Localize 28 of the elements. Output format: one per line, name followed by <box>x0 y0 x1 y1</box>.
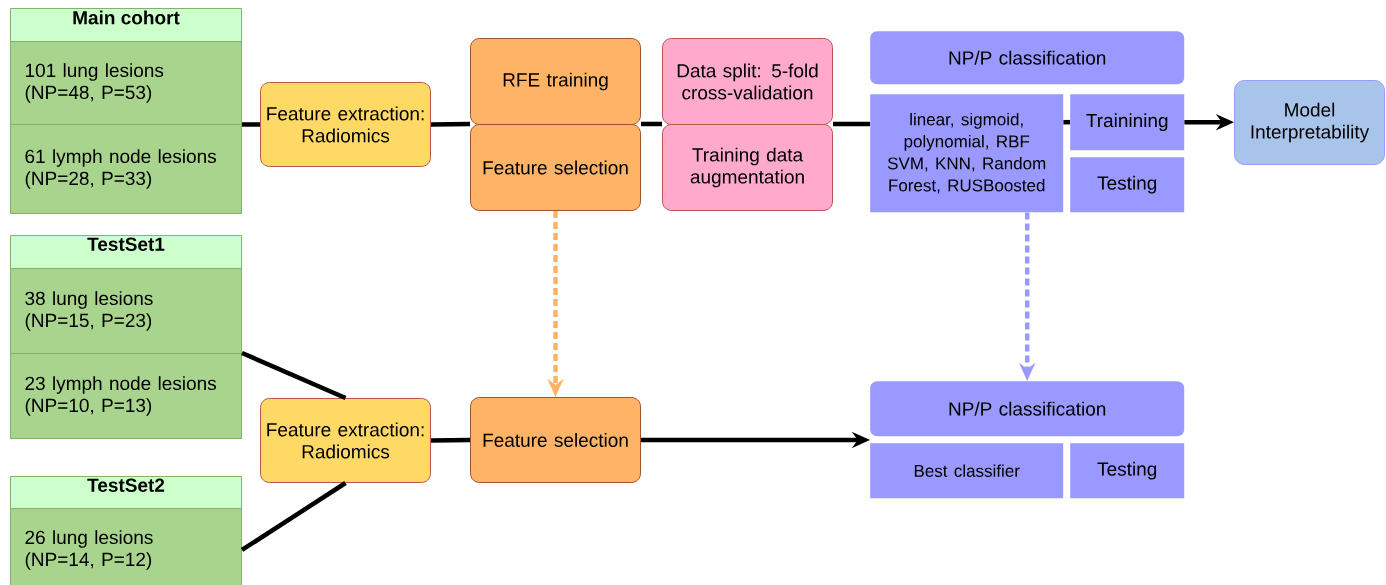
classification-box: NP/P classification <box>870 381 1185 437</box>
table-cell: 101 lung lesions (NP=48, P=53) <box>10 41 242 125</box>
connector-line <box>241 350 347 401</box>
process-box: Training data augmentation <box>662 124 833 211</box>
classification-box: linear, sigmoid, polynomial, RBF SVM, KNN, Random Forest, RUSBoosted <box>870 94 1064 213</box>
classification-box: Trainining <box>1070 94 1185 151</box>
table-cell: 23 lymph node lesions (NP=10, P=13) <box>10 353 242 439</box>
connector-line <box>430 121 471 127</box>
process-box: Feature extraction: Radiomics <box>260 398 431 483</box>
classification-box: Testing <box>1070 157 1185 213</box>
classification-box: Best classifier <box>870 443 1064 499</box>
table-cell: 26 lung lesions (NP=14, P=12) <box>10 508 242 585</box>
classification-box: Testing <box>1070 443 1185 499</box>
process-box: Data split: 5-fold cross-validation <box>662 38 833 125</box>
connector-line <box>242 122 260 127</box>
process-box: Model Interpretability <box>1234 80 1385 165</box>
connector-line <box>1063 119 1070 125</box>
process-box: Feature selection <box>470 124 641 211</box>
table-cell: 38 lung lesions (NP=15, P=23) <box>10 268 242 354</box>
classification-box: NP/P classification <box>870 31 1185 85</box>
connector-line <box>641 121 662 127</box>
connector-line <box>833 121 870 127</box>
process-box: Feature selection <box>470 397 641 483</box>
table-cell: 61 lymph node lesions (NP=28, P=33) <box>10 124 242 214</box>
process-box: RFE training <box>470 38 641 125</box>
connector-line <box>431 437 471 443</box>
connector-line <box>240 481 347 552</box>
process-box: Feature extraction: Radiomics <box>260 82 431 167</box>
